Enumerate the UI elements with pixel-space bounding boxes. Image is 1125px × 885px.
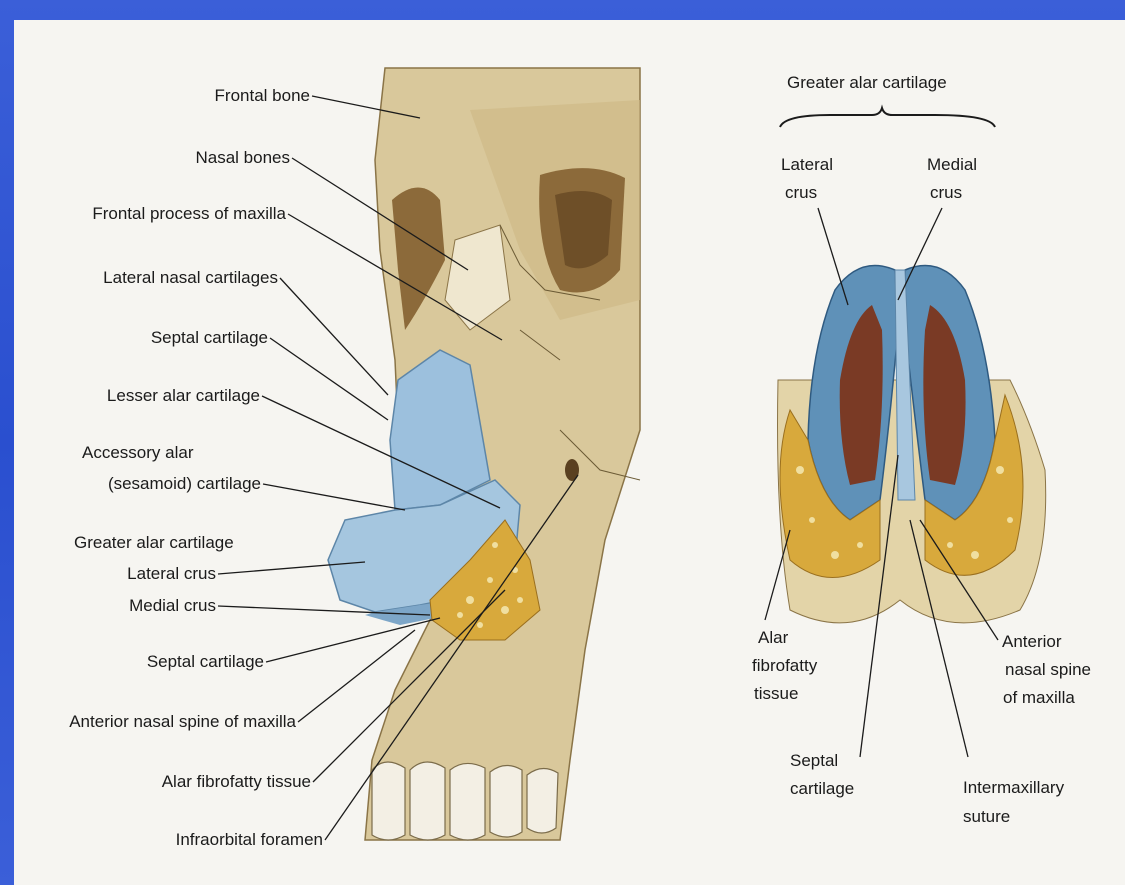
label-intermaxillary-line2: suture bbox=[963, 807, 1010, 826]
label-nasal-bones: Nasal bones bbox=[195, 148, 290, 167]
label-lateral-nasal-cartilages: Lateral nasal cartilages bbox=[103, 268, 278, 287]
label-lesser-alar-cartilage: Lesser alar cartilage bbox=[107, 386, 260, 405]
label-anterior-line3: of maxilla bbox=[1003, 688, 1075, 707]
label-lateral-crus-line2: crus bbox=[785, 183, 817, 202]
skull-illustration bbox=[328, 68, 640, 840]
label-accessory-alar: Accessory alar bbox=[82, 443, 194, 462]
label-alar-line2: fibrofatty bbox=[752, 656, 818, 675]
label-frontal-bone: Frontal bone bbox=[215, 86, 310, 105]
label-intermaxillary-line1: Intermaxillary bbox=[963, 778, 1065, 797]
label-lateral-crus-line1: Lateral bbox=[781, 155, 833, 174]
label-frontal-process-maxilla: Frontal process of maxilla bbox=[92, 204, 286, 223]
label-alar-fibrofatty-left: Alar fibrofatty tissue bbox=[162, 772, 311, 791]
label-medial-crus-left: Medial crus bbox=[129, 596, 216, 615]
label-septal-cartilage-lower: Septal cartilage bbox=[147, 652, 264, 671]
label-infraorbital-foramen: Infraorbital foramen bbox=[176, 830, 323, 849]
teeth bbox=[372, 762, 558, 840]
label-septal-right-line2: cartilage bbox=[790, 779, 854, 798]
label-anterior-line2: nasal spine bbox=[1005, 660, 1091, 679]
label-lateral-crus-left: Lateral crus bbox=[127, 564, 216, 583]
label-anterior-nasal-spine-left: Anterior nasal spine of maxilla bbox=[69, 712, 296, 731]
label-alar-line3: tissue bbox=[754, 684, 798, 703]
label-septal-right-line1: Septal bbox=[790, 751, 838, 770]
label-sesamoid-cartilage: (sesamoid) cartilage bbox=[108, 474, 261, 493]
label-septal-cartilage-upper: Septal cartilage bbox=[151, 328, 268, 347]
left-labels: Frontal bone Nasal bones Frontal process… bbox=[69, 86, 323, 849]
label-medial-crus-line2: crus bbox=[930, 183, 962, 202]
label-greater-alar-cartilage-right: Greater alar cartilage bbox=[787, 73, 947, 92]
label-alar-line1: Alar bbox=[758, 628, 789, 647]
nose-inferior-illustration bbox=[778, 108, 1046, 623]
label-greater-alar-cartilage-left: Greater alar cartilage bbox=[74, 533, 234, 552]
greater-alar-brace bbox=[780, 108, 995, 127]
label-medial-crus-line1: Medial bbox=[927, 155, 977, 174]
label-anterior-line1: Anterior bbox=[1002, 632, 1062, 651]
